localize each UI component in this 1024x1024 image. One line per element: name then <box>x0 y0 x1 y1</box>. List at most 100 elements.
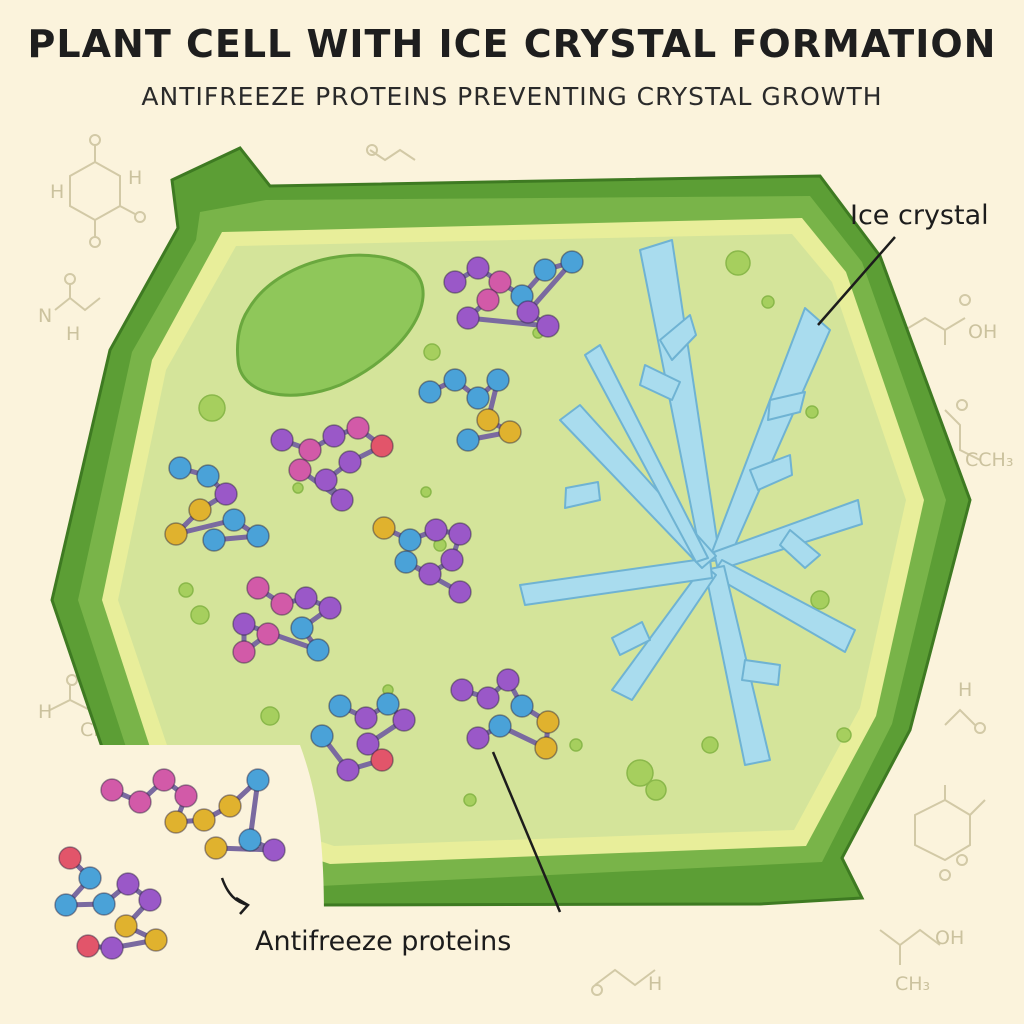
protein-bead <box>394 550 418 574</box>
protein-chain <box>63 856 159 951</box>
protein-bead <box>322 424 346 448</box>
protein-bead <box>318 596 342 620</box>
protein-bead <box>164 810 188 834</box>
protein-bead <box>356 732 380 756</box>
chain-doodle-right-3 <box>944 708 976 726</box>
ice-crystal-branch-1 <box>659 314 697 361</box>
protein-bead <box>270 428 294 452</box>
protein-bead <box>418 562 442 586</box>
doodle-oh-1: OH <box>968 321 997 343</box>
protein-bead <box>168 456 192 480</box>
ice-crystal-branch-4 <box>779 529 821 569</box>
ice-crystal-branch-5 <box>741 659 781 686</box>
protein-bead <box>100 778 124 802</box>
protein-bead <box>152 768 176 792</box>
protein-bead <box>510 694 534 718</box>
protein-bead <box>496 668 520 692</box>
doodle-h-4: H <box>38 701 52 723</box>
protein-cluster <box>450 668 560 760</box>
doodle-h-1: H <box>50 181 64 203</box>
protein-bead <box>270 592 294 616</box>
protein-bead <box>202 528 226 552</box>
protein-bead <box>336 758 360 782</box>
protein-bead <box>443 270 467 294</box>
chain-doodle-bottom <box>594 968 656 987</box>
protein-bead <box>516 300 540 324</box>
page-title: PLANT CELL WITH ICE CRYSTAL FORMATION <box>27 22 997 66</box>
ice-crystal <box>519 239 863 766</box>
protein-bead <box>354 706 378 730</box>
protein-bead <box>164 522 188 546</box>
antifreeze-leader-line <box>491 751 562 913</box>
protein-bead <box>128 790 152 814</box>
protein-bead <box>443 368 467 392</box>
protein-bead <box>54 893 78 917</box>
protein-cluster <box>164 456 270 552</box>
protein-bead <box>232 612 256 636</box>
protein-cluster <box>418 368 522 452</box>
protein-bead <box>78 866 102 890</box>
doodle-n: N <box>38 305 52 327</box>
protein-bead <box>536 710 560 734</box>
chain-doodle-left <box>54 296 101 312</box>
protein-bead <box>450 678 474 702</box>
ice-crystal-branch-7 <box>564 481 601 509</box>
protein-bead <box>196 464 220 488</box>
protein-bead <box>338 450 362 474</box>
protein-bead <box>218 794 242 818</box>
protein-bead <box>466 386 490 410</box>
protein-bead <box>560 250 584 274</box>
protein-bead <box>466 726 490 750</box>
protein-bead <box>486 368 510 392</box>
ice-crystal-branch-6 <box>611 621 651 656</box>
protein-cluster <box>54 846 168 960</box>
protein-bead <box>58 846 82 870</box>
ice-crystal-branch-8 <box>749 454 793 491</box>
ice-crystal-branch-3 <box>767 391 806 421</box>
ice-crystal-label: Ice crystal <box>850 200 989 231</box>
protein-bead <box>392 708 416 732</box>
protein-bead <box>192 808 216 832</box>
doodle-h-5: H <box>958 679 972 701</box>
protein-bead <box>76 934 100 958</box>
doodle-cch3: CCH₃ <box>965 449 1013 471</box>
protein-cluster <box>270 416 394 512</box>
protein-bead <box>144 928 168 952</box>
doodle-oh-2: OH <box>935 927 964 949</box>
protein-bead <box>536 314 560 338</box>
antifreeze-protein-clusters <box>54 250 584 960</box>
protein-bead <box>232 640 256 664</box>
protein-bead <box>346 416 370 440</box>
chloroplast <box>236 253 425 397</box>
protein-bead <box>448 580 472 604</box>
protein-bead <box>328 694 352 718</box>
protein-bead <box>330 488 354 512</box>
protein-bead <box>476 408 500 432</box>
chain-doodle-top <box>369 148 416 162</box>
inset-arrow <box>220 877 250 915</box>
doodle-h-6: H <box>648 973 662 995</box>
protein-bead <box>92 892 116 916</box>
protein-bead <box>418 380 442 404</box>
protein-bead <box>100 936 124 960</box>
chain-doodle-right-1 <box>904 316 966 332</box>
protein-cluster <box>372 516 472 604</box>
chain-doodle-bottom-right <box>879 928 941 947</box>
protein-bead <box>488 714 512 738</box>
protein-bead <box>488 270 512 294</box>
protein-bead <box>298 438 322 462</box>
protein-bead <box>372 516 396 540</box>
ice-crystal-arm-top-left <box>584 344 709 563</box>
protein-bead <box>116 872 140 896</box>
protein-chain <box>453 259 575 329</box>
protein-bead <box>456 428 480 452</box>
protein-bead <box>306 638 330 662</box>
page-subtitle: ANTIFREEZE PROTEINS PREVENTING CRYSTAL G… <box>141 82 883 111</box>
protein-bead <box>246 524 270 548</box>
protein-bead <box>448 522 472 546</box>
doodle-labels: H H N H OH CCH₃ H CH H OH CH₃ H <box>38 167 1013 995</box>
protein-bead <box>214 482 238 506</box>
antifreeze-proteins-label: Antifreeze proteins <box>255 926 512 957</box>
protein-bead <box>476 686 500 710</box>
